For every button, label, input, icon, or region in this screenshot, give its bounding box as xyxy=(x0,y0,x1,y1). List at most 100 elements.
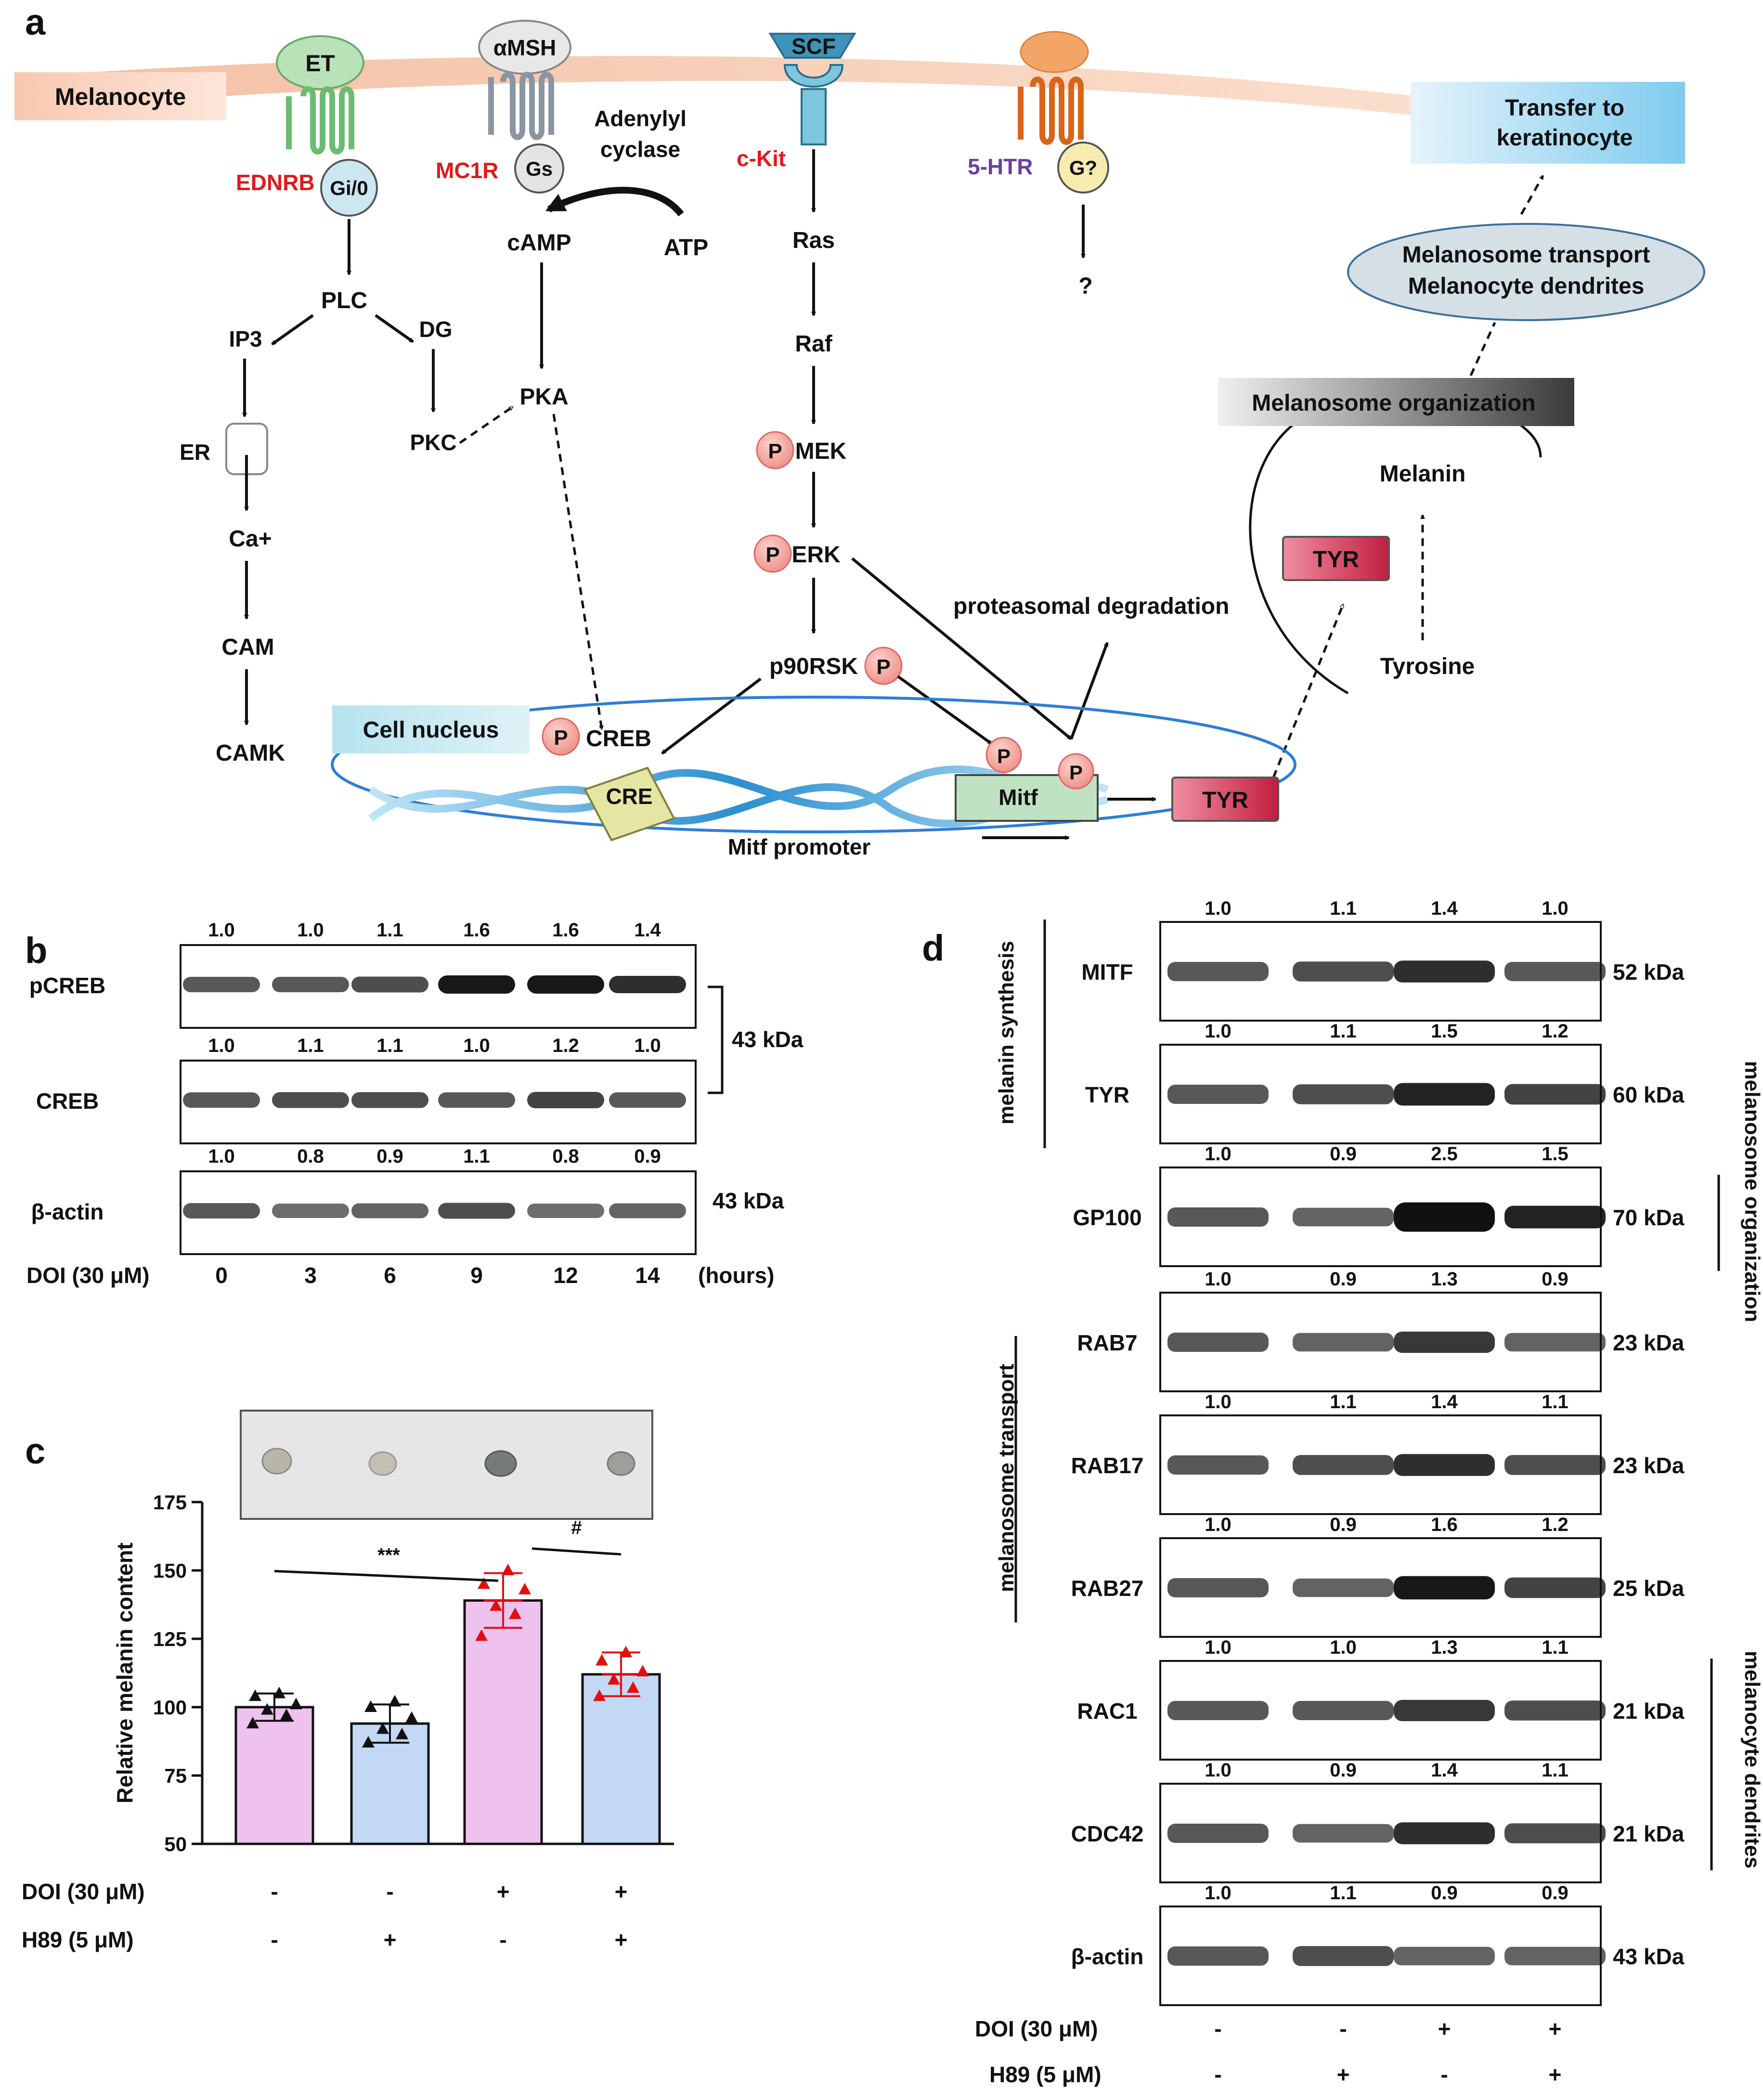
h89-sign: - xyxy=(271,1927,278,1952)
panel-b-kda-actin: 43 kDa xyxy=(713,1188,784,1213)
panel-b-quant-value: 1.1 xyxy=(297,1035,324,1056)
et-label: ET xyxy=(305,51,335,77)
panel-d-quant-value: 1.2 xyxy=(1542,1021,1569,1042)
bar xyxy=(581,1673,661,1845)
data-point xyxy=(593,1689,606,1701)
cre-element xyxy=(583,766,675,842)
panel-b-band xyxy=(351,1203,428,1219)
data-point xyxy=(364,1700,377,1712)
data-point xyxy=(620,1646,632,1658)
scf-label: SCF xyxy=(791,34,836,59)
panel-d-kda-label: 43 kDa xyxy=(1613,1944,1685,1969)
panel-b-protein-label: pCREB xyxy=(29,973,105,998)
panel-d-band xyxy=(1504,1333,1606,1352)
pellet-4 xyxy=(607,1451,635,1476)
data-point xyxy=(627,1681,639,1693)
mitf-phospho-label-2: P xyxy=(1069,761,1083,784)
panel-d-label: d xyxy=(922,928,944,969)
panel-d-kda-label: 21 kDa xyxy=(1613,1821,1685,1846)
panel-d-band xyxy=(1167,1946,1269,1966)
gs-label: Gs xyxy=(526,157,553,180)
panel-d-quant-value: 1.4 xyxy=(1431,1760,1458,1781)
data-point xyxy=(261,1703,273,1715)
panel-d-quant-value: 1.0 xyxy=(1205,1021,1232,1042)
ednrb-receptor-shape xyxy=(286,86,354,155)
mitf-label: Mitf xyxy=(998,785,1038,810)
pellet-3 xyxy=(484,1450,517,1477)
transfer-box xyxy=(1411,82,1685,164)
panel-b-quant-value: 1.0 xyxy=(463,1035,490,1056)
panel-d-band xyxy=(1293,1333,1394,1352)
erk-mitf-arrow xyxy=(851,557,1071,740)
panel-b-time-label: 9 xyxy=(470,1263,483,1288)
panel-d-quant-value: 1.0 xyxy=(1205,1882,1232,1904)
panel-c-treatment-signs: --++-+-+ xyxy=(271,1879,627,1952)
panel-d-protein-label: MITF xyxy=(1081,959,1133,985)
data-point xyxy=(389,1695,401,1707)
panel-d-quant-value: 1.3 xyxy=(1431,1269,1458,1290)
significance-label: # xyxy=(571,1517,582,1539)
data-point xyxy=(290,1698,302,1710)
panel-b-band xyxy=(438,975,515,994)
mitf-phospho-label-1: P xyxy=(997,745,1011,767)
cam-label: CAM xyxy=(221,635,274,660)
mek-label: MEK xyxy=(795,439,847,464)
panel-d-quant-value: 0.9 xyxy=(1330,1143,1357,1165)
panel-b-quant-value: 1.4 xyxy=(634,920,661,941)
panel-d-quant-value: 1.1 xyxy=(1330,898,1357,919)
y-tick-label: 100 xyxy=(153,1696,187,1719)
panel-d-band xyxy=(1504,1700,1606,1721)
panel-d-band xyxy=(1167,1455,1269,1475)
panel-b-quant-value: 1.0 xyxy=(208,920,235,941)
panel-d-quant-value: 0.9 xyxy=(1542,1882,1569,1904)
panel-d-quant-value: 1.1 xyxy=(1330,1021,1357,1042)
panel-b-quant-value: 1.1 xyxy=(376,920,403,941)
panel-b-quant-value: 1.6 xyxy=(463,920,490,941)
data-point xyxy=(502,1564,514,1575)
panel-d-band xyxy=(1293,1946,1394,1966)
panel-d-quant-value: 1.0 xyxy=(1205,1391,1232,1413)
nucleus-label-box xyxy=(332,705,530,753)
data-point xyxy=(405,1711,418,1723)
panel-d-protein-label: β-actin xyxy=(1071,1944,1144,1969)
panel-d-quant-value: 1.0 xyxy=(1205,1269,1232,1290)
panel-b-protein-label: CREB xyxy=(36,1089,99,1114)
ckit-label: c-Kit xyxy=(737,146,786,171)
tyr-enzyme-box xyxy=(1282,536,1390,581)
ednrb-label: EDNRB xyxy=(236,170,315,195)
data-point xyxy=(362,1736,375,1748)
panel-d-band xyxy=(1394,1454,1495,1476)
panel-b-quant-value: 0.9 xyxy=(634,1146,661,1167)
panel-d-band xyxy=(1167,1578,1269,1597)
panel-d-quant-value: 1.4 xyxy=(1431,898,1458,919)
panel-d-band xyxy=(1167,1333,1269,1352)
panel-d-kda-label: 52 kDa xyxy=(1613,959,1685,985)
panel-b-time-unit: (hours) xyxy=(698,1263,774,1288)
p90rsk-mitf-arrow xyxy=(897,675,992,745)
panel-b-band xyxy=(609,1092,686,1108)
panel-d-quant-value: 1.6 xyxy=(1431,1514,1458,1535)
cell-membrane xyxy=(14,56,1603,140)
panel-d-band xyxy=(1293,1824,1394,1843)
data-point xyxy=(490,1599,502,1611)
panel-b-time-label: 3 xyxy=(304,1263,317,1288)
panel-d-protein-label: RAC1 xyxy=(1077,1698,1137,1724)
panel-d-quant-value: 1.5 xyxy=(1542,1143,1569,1165)
gio-label: Gi/0 xyxy=(330,177,368,199)
melanosome-transport-label: melanosome transport xyxy=(995,1363,1018,1592)
tyr-gene-label: TYR xyxy=(1202,788,1248,813)
panel-d-kda-label: 25 kDa xyxy=(1613,1576,1685,1601)
panel-c-doi-label: DOI (30 μM) xyxy=(22,1879,145,1904)
panel-b-quant-value: 0.9 xyxy=(376,1146,403,1167)
panel-b-quant-value: 1.1 xyxy=(376,1035,403,1056)
h89-sign: - xyxy=(1214,2062,1221,2087)
panel-d-quant-value: 2.5 xyxy=(1431,1143,1458,1165)
mitf-phospho-icon-1 xyxy=(985,737,1022,773)
transport-transfer-dashed-arrow xyxy=(1520,176,1544,215)
h89-sign: + xyxy=(1337,2062,1350,2087)
plc-ip3-arrow xyxy=(272,314,314,346)
y-tick-label: 150 xyxy=(153,1559,187,1582)
amsh-label: αMSH xyxy=(493,35,557,60)
panel-d-band xyxy=(1504,1946,1606,1966)
